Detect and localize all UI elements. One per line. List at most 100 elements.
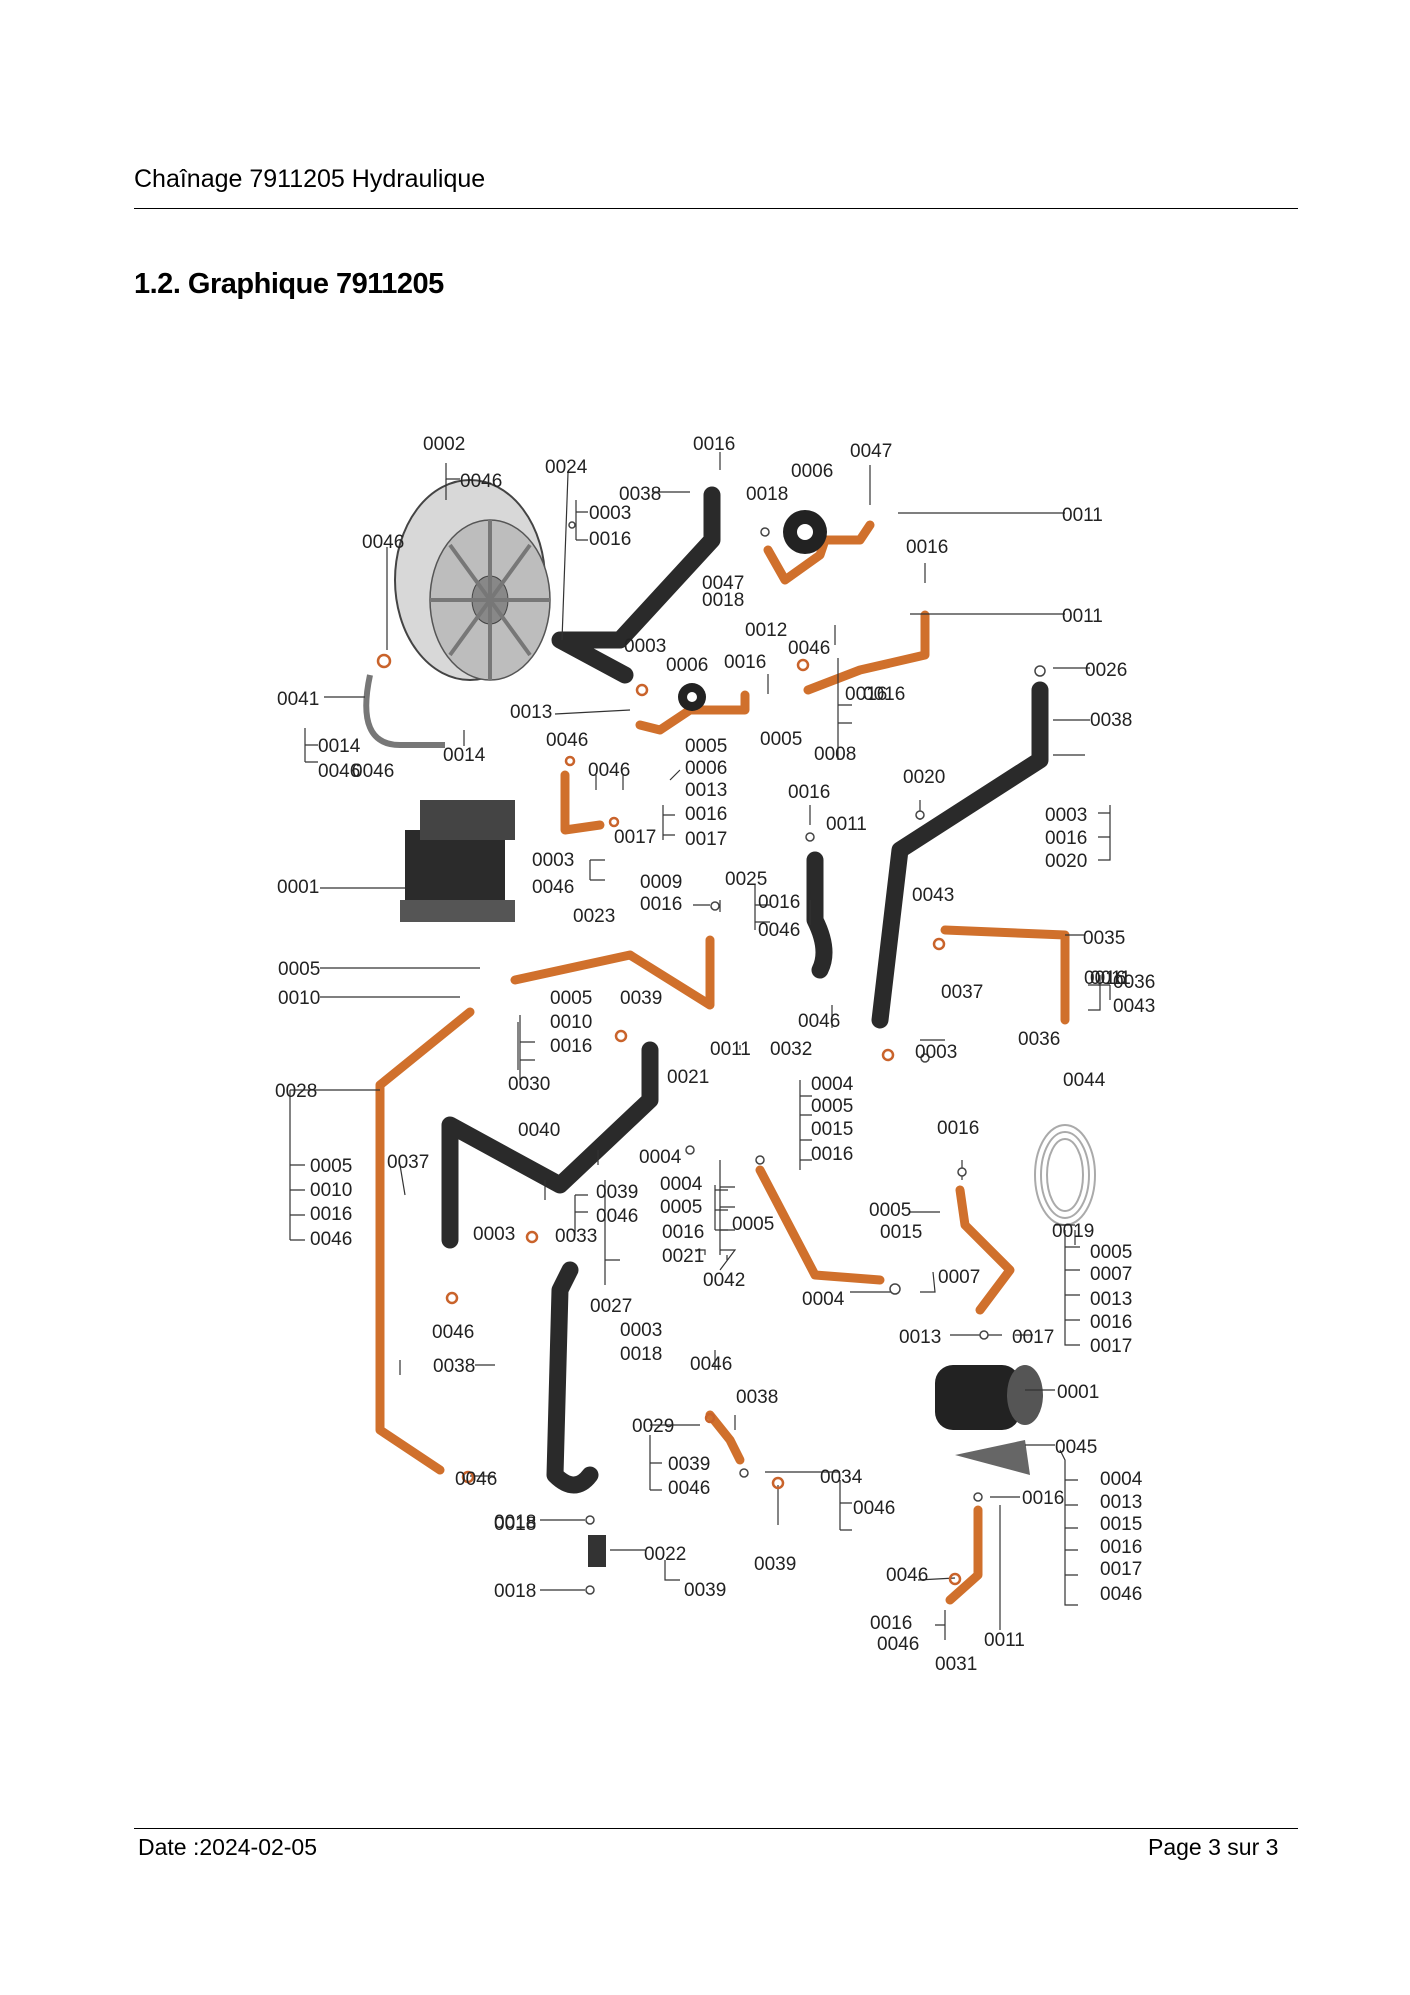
callout-label: 0016 bbox=[693, 434, 735, 455]
callout-label: 0027 bbox=[590, 1296, 632, 1317]
callout-label: 0037 bbox=[941, 982, 983, 1003]
callout-label: 0016 bbox=[589, 529, 631, 550]
callout-label: 0016 bbox=[845, 684, 887, 705]
callout-label: 0046 bbox=[798, 1011, 840, 1032]
document-header-title: Chaînage 7911205 Hydraulique bbox=[134, 165, 486, 193]
callout-label: 0013 bbox=[685, 780, 727, 801]
callout-label: 0042 bbox=[703, 1270, 745, 1291]
callout-label: 0046 bbox=[788, 638, 830, 659]
callout-label: 0004 bbox=[660, 1174, 703, 1195]
flexible-hose-drawing bbox=[363, 674, 445, 748]
callout-label: 0005 bbox=[550, 988, 592, 1009]
callout-label: 0016 bbox=[1090, 1312, 1132, 1333]
callout-label: 0016 bbox=[550, 1036, 592, 1057]
seals-and-rings bbox=[376, 510, 1046, 1595]
callout-label: 0013 bbox=[510, 702, 552, 723]
callout-label: 0040 bbox=[518, 1120, 560, 1141]
callout-label: 0016 bbox=[640, 894, 682, 915]
callout-label: 0005 bbox=[869, 1200, 911, 1221]
callout-label: 0010 bbox=[550, 1012, 592, 1033]
callout-label: 0005 bbox=[732, 1214, 774, 1235]
callout-label: 0022 bbox=[644, 1544, 686, 1565]
callout-label: 0047 bbox=[702, 573, 744, 594]
callout-label: 0016 bbox=[310, 1204, 352, 1225]
callout-label: 0016 bbox=[788, 782, 830, 803]
callout-label: 0046 bbox=[596, 1206, 638, 1227]
callout-label: 0016 bbox=[1022, 1488, 1064, 1509]
callout-label: 0039 bbox=[684, 1580, 726, 1601]
callout-label: 0046 bbox=[318, 761, 360, 782]
callout-label: 0046 bbox=[886, 1565, 928, 1586]
callout-label: 0016 bbox=[811, 1144, 853, 1165]
callout-label: 0037 bbox=[387, 1152, 429, 1173]
callout-label: 0012 bbox=[745, 620, 787, 641]
callout-label: 0006 bbox=[791, 461, 833, 482]
callout-label: 0046 bbox=[877, 1634, 919, 1655]
callout-label: 0001 bbox=[1057, 1382, 1099, 1403]
callout-label: 0016 bbox=[758, 892, 800, 913]
callout-label: 0046 bbox=[352, 761, 394, 782]
callout-label: 0046 bbox=[588, 760, 630, 781]
callout-label: 0016 bbox=[870, 1613, 912, 1634]
callout-label: 0010 bbox=[310, 1180, 352, 1201]
callout-label: 0013 bbox=[1090, 1289, 1132, 1310]
callout-label: 0047 bbox=[850, 441, 892, 462]
callout-label: 0011 bbox=[1062, 606, 1103, 627]
callout-label: 0016 bbox=[1084, 968, 1126, 989]
callout-label: 0018 bbox=[620, 1344, 662, 1365]
callout-label: 0006 bbox=[685, 758, 727, 779]
callout-label: 0021 bbox=[667, 1067, 709, 1088]
callout-label: 0019 bbox=[1052, 1221, 1094, 1242]
callout-label: 0006 bbox=[666, 655, 708, 676]
callout-label: 0005 bbox=[660, 1197, 702, 1218]
callout-label: 0005 bbox=[278, 959, 320, 980]
callout-label: 0011 bbox=[984, 1630, 1025, 1651]
callout-label: 0039 bbox=[754, 1554, 796, 1575]
footer-page-number: Page 3 sur 3 bbox=[1148, 1834, 1279, 1860]
bracket-drawing bbox=[955, 1440, 1030, 1475]
callout-label: 0015 bbox=[1100, 1514, 1142, 1535]
callout-label: 0017 bbox=[685, 829, 727, 850]
callout-label: 0013 bbox=[899, 1327, 941, 1348]
callout-label: 0015 bbox=[811, 1119, 853, 1140]
black-hoses bbox=[441, 486, 1049, 1567]
callout-label: 0028 bbox=[275, 1081, 317, 1102]
callout-label: 0023 bbox=[573, 906, 615, 927]
expansion-vessel-drawing bbox=[394, 479, 551, 681]
header-divider bbox=[134, 208, 1298, 209]
callout-label: 0046 bbox=[532, 877, 574, 898]
callout-label: 0038 bbox=[619, 484, 661, 505]
callout-label: 0003 bbox=[1045, 805, 1087, 826]
callout-label: 0017 bbox=[614, 827, 656, 848]
callout-label: 0043 bbox=[1113, 996, 1155, 1017]
callout-label: 0024 bbox=[545, 457, 588, 478]
callout-label: 0011 bbox=[710, 1039, 751, 1060]
callout-label: 0003 bbox=[915, 1042, 957, 1063]
footer-divider bbox=[134, 1828, 1298, 1829]
callout-label: 0018 bbox=[702, 590, 744, 611]
callout-label: 0003 bbox=[624, 636, 666, 657]
callout-label: 0046 bbox=[460, 471, 502, 492]
callout-label: 0007 bbox=[938, 1267, 980, 1288]
callout-label: 0046 bbox=[455, 1469, 497, 1490]
callout-label: 0039 bbox=[620, 988, 662, 1009]
callout-label: 0018 bbox=[494, 1581, 536, 1602]
callout-label: 0004 bbox=[639, 1147, 682, 1168]
callout-label: 0033 bbox=[555, 1226, 597, 1247]
callout-label: 0036 bbox=[1018, 1029, 1060, 1050]
callout-label: 0039 bbox=[668, 1454, 710, 1475]
copper-pipes bbox=[375, 520, 1070, 1605]
hydraulic-block-drawing bbox=[400, 800, 515, 922]
callout-label: 0025 bbox=[725, 869, 767, 890]
callout-label: 0034 bbox=[820, 1467, 863, 1488]
callout-label: 0046 bbox=[690, 1354, 732, 1375]
callout-label: 0004 bbox=[811, 1074, 854, 1095]
callout-label: 0018 bbox=[746, 484, 788, 505]
callout-label: 0016 bbox=[906, 537, 948, 558]
callout-label: 0038 bbox=[736, 1387, 778, 1408]
callout-label: 0016 bbox=[1100, 1537, 1142, 1558]
callout-label: 0003 bbox=[532, 850, 574, 871]
callout-label: 0044 bbox=[1063, 1070, 1106, 1091]
callout-label: 0018 bbox=[494, 1512, 536, 1533]
coil-drawing bbox=[1034, 1124, 1096, 1226]
